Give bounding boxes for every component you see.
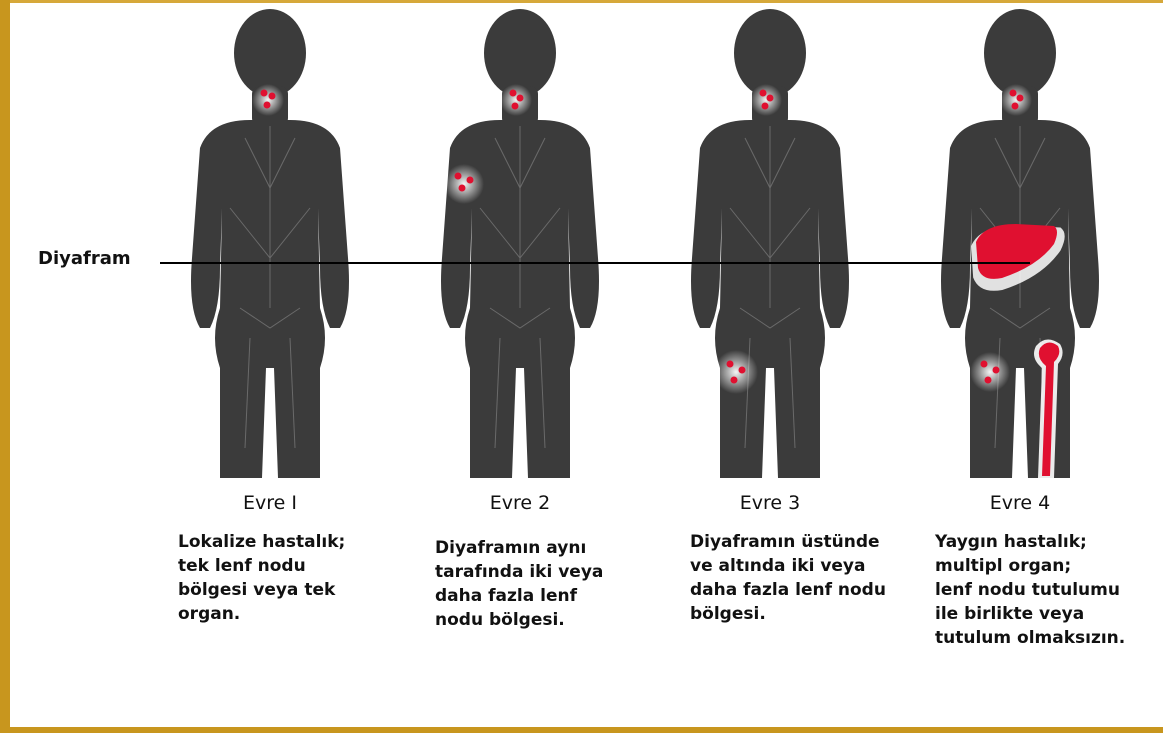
body-figure-stage-3 <box>670 8 870 486</box>
body-figure-stage-1 <box>170 8 370 486</box>
body-silhouette-stage-2 <box>420 8 620 486</box>
stage-4-description: Yaygın hastalık; multipl organ; lenf nod… <box>935 530 1155 650</box>
lesion-group-neck <box>500 84 532 116</box>
frame-top-border <box>0 0 1163 3</box>
stage-2-description: Diyaframın aynı tarafında iki veya daha … <box>435 536 665 632</box>
body-silhouette-stage-4 <box>920 8 1120 486</box>
lesion-group-groin <box>970 352 1010 392</box>
body-figure-stage-2 <box>420 8 620 486</box>
stage-1-title: Evre I <box>170 492 370 514</box>
lesion-group-groin <box>714 350 758 394</box>
stage-3-description: Diyaframın üstünde ve altında iki veya d… <box>690 530 920 626</box>
lesion-group-neck <box>1000 84 1032 116</box>
stage-2-title: Evre 2 <box>420 492 620 514</box>
lesion-group-neck <box>750 84 782 116</box>
body-silhouette-stage-3 <box>670 8 870 486</box>
frame-bottom-border <box>0 727 1163 733</box>
lesion-group-neck <box>252 84 284 116</box>
frame-left-border <box>0 0 10 733</box>
stage-4-title: Evre 4 <box>920 492 1120 514</box>
body-silhouette-stage-1 <box>170 8 370 486</box>
body-figure-stage-4 <box>920 8 1120 486</box>
lesion-group-axilla <box>444 164 484 204</box>
stage-3-title: Evre 3 <box>670 492 870 514</box>
diaphragm-label: Diyafram <box>38 248 131 269</box>
diaphragm-line <box>160 262 1030 264</box>
stage-1-description: Lokalize hastalık; tek lenf nodu bölgesi… <box>178 530 408 626</box>
